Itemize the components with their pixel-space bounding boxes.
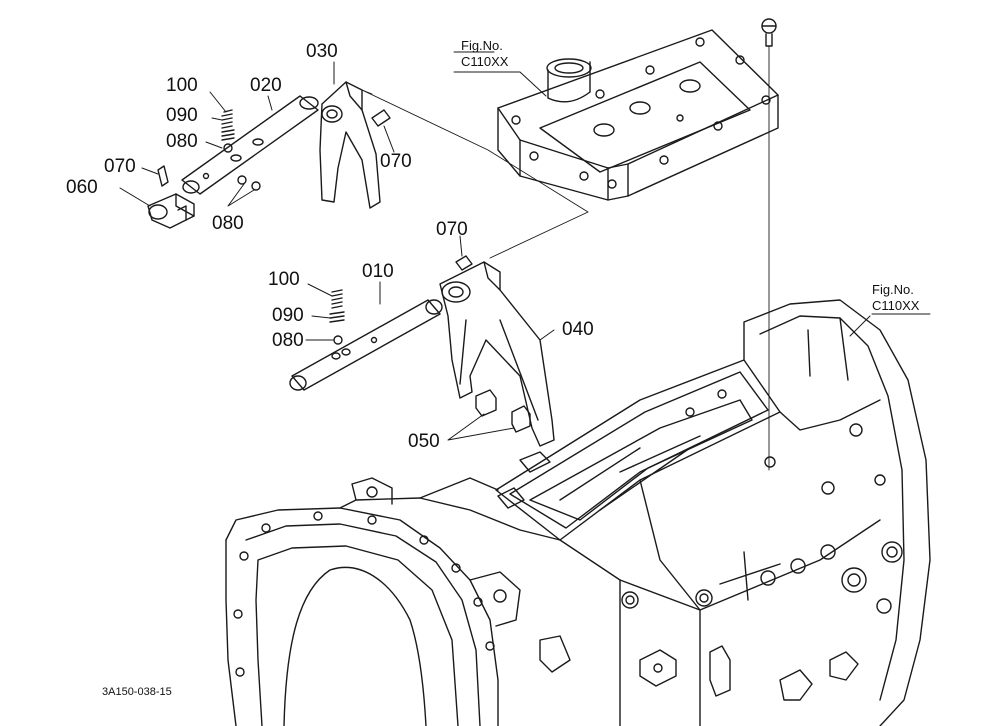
- figure-reference-right-line2: C110XX: [872, 298, 920, 314]
- figure-reference-right-line1: Fig.No.: [872, 282, 914, 297]
- pin-right: [372, 110, 390, 126]
- callout-080-lower: 080: [272, 330, 304, 351]
- figure-reference-top-line1: Fig.No.: [461, 38, 503, 53]
- guide-lines: [362, 90, 588, 258]
- lower-shift-rod: [290, 300, 442, 390]
- callout-090-upper: 090: [166, 105, 198, 126]
- callout-070-left: 070: [104, 156, 136, 177]
- upper-detent-parts: [222, 110, 260, 190]
- clutch-housing: [226, 478, 570, 726]
- upper-shift-fork: [320, 82, 380, 208]
- callout-100-lower: 100: [268, 269, 300, 290]
- callout-030: 030: [306, 41, 338, 62]
- figure-reference-top-line2: C110XX: [461, 54, 509, 70]
- figure-reference-top: Fig.No. C110XX: [461, 38, 508, 71]
- callout-080-upper: 080: [166, 131, 198, 152]
- callout-080-balls: 080: [212, 213, 244, 234]
- callout-070-right: 070: [380, 151, 412, 172]
- callout-090-lower: 090: [272, 305, 304, 326]
- callout-070-lower: 070: [436, 219, 468, 240]
- pin-left: [158, 166, 168, 186]
- upper-shift-rod: [182, 96, 318, 194]
- fork-shoes: [476, 390, 530, 432]
- leader-lines: [120, 52, 930, 440]
- drawing-code: 3A150-038-15: [102, 686, 172, 698]
- figure-reference-right: Fig.No. C110XX: [872, 282, 919, 315]
- callout-050: 050: [408, 431, 440, 452]
- shift-block: [148, 194, 194, 228]
- lower-shift-fork: [440, 262, 554, 446]
- top-cover-plate: [498, 30, 778, 200]
- transmission-case: [496, 300, 930, 726]
- lower-detent-parts: [330, 290, 344, 344]
- callout-010: 010: [362, 261, 394, 282]
- callout-020: 020: [250, 75, 282, 96]
- callout-060: 060: [66, 177, 98, 198]
- cover-bolt: [762, 19, 776, 46]
- callout-100-upper: 100: [166, 75, 198, 96]
- pin-lower: [456, 256, 472, 270]
- callout-040: 040: [562, 319, 594, 340]
